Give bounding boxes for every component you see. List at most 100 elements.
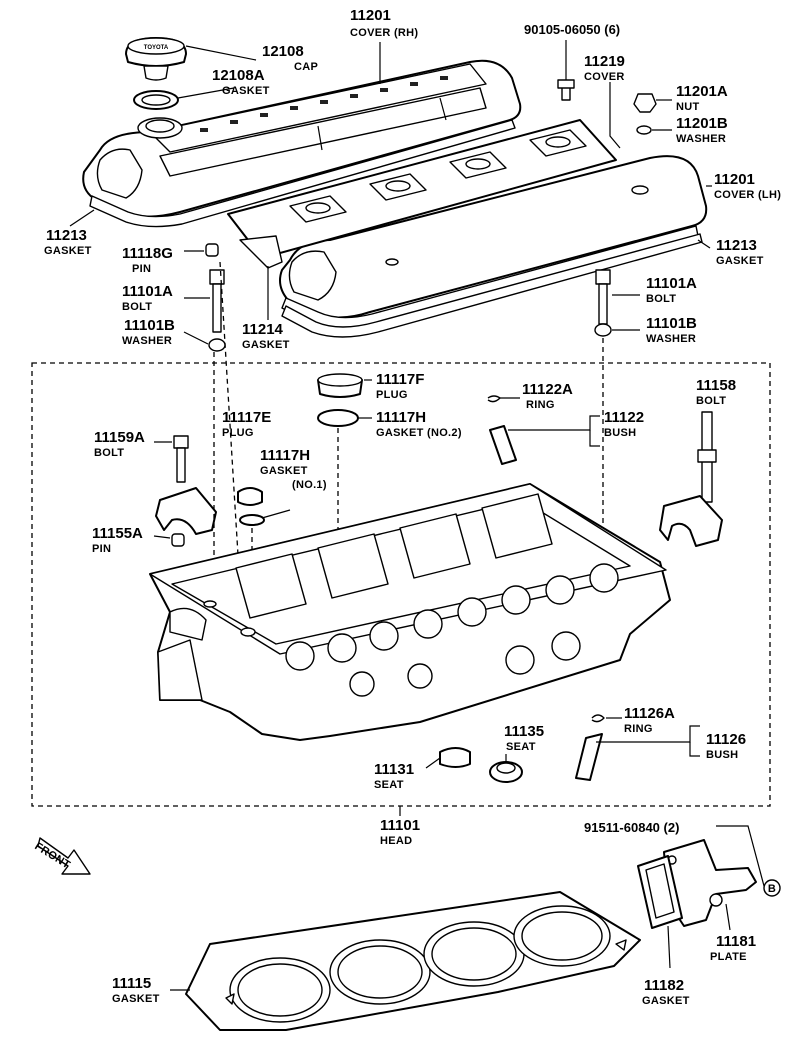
head-number: 11101 [380,817,420,834]
bolt-left-name: BOLT [122,301,152,313]
valve-cover-rh-drawing [82,59,522,228]
washer-11201b-number: 11201B [676,115,728,132]
head-name: HEAD [380,835,412,847]
pin-11118g-number: 11118G [122,245,173,262]
seat-11135-name: SEAT [506,741,536,753]
plug-11117f-number: 11117F [376,371,424,388]
bolt-11159a-drawing [173,435,189,483]
valve-cover-lh-drawing [279,155,708,338]
cap-gasket-drawing [133,90,179,110]
bolt-91511-number: 91511-60840 (2) [584,820,679,835]
washer-right-name: WASHER [646,333,696,345]
bearing-cap-left-drawing [155,487,217,535]
washer-left-drawing [208,338,226,352]
bush-11126-drawing [575,733,603,781]
ring-11122a-drawing [487,395,501,403]
washer-11201b-drawing [636,125,652,135]
gasket-no1-drawing [239,514,265,526]
bolt-11159a-number: 11159A [94,429,145,446]
pin-11155a-name: PIN [92,543,111,555]
gasket-11115-name: GASKET [112,993,160,1005]
gasket-left-number: 11213 [46,227,87,244]
ring-11126a-drawing [591,714,605,723]
gasket-no2-drawing [317,409,359,427]
bearing-cap-right-drawing [659,495,723,547]
bolt-11158-name: BOLT [696,395,726,407]
cap-gasket-name: GASKET [222,85,270,97]
washer-11201b-name: WASHER [676,133,726,145]
plug-11117f-name: PLUG [376,389,408,401]
washer-right-drawing [594,323,612,337]
cover-lh-name: COVER (LH) [714,189,781,201]
bush-11126-number: 11126 [706,731,746,748]
gasket-no1-name: GASKET [260,465,308,477]
head-gasket-drawing [185,891,641,1031]
pin-11155a-number: 11155A [92,525,143,542]
bolt-11158-drawing [697,411,717,503]
center-cover-drawing [227,119,617,259]
bush-11122-name: BUSH [604,427,636,439]
pin-11118g-drawing [205,243,219,257]
nut-drawing [633,93,657,113]
gasket-11115-number: 11115 [112,975,151,992]
nut-number: 11201A [676,83,728,100]
bolt-left-number: 11101A [122,283,173,300]
pin-11155a-drawing [171,533,185,547]
seat-11131-name: SEAT [374,779,404,791]
cap-gasket-number: 12108A [212,67,265,84]
nut-name: NUT [676,101,700,113]
cover-11219-name: COVER [584,71,625,83]
washer-left-name: WASHER [122,335,172,347]
gasket-no1-number: 11117H [260,447,310,464]
gasket-left-name: GASKET [44,245,92,257]
head-assembly-boundary [31,362,771,807]
plate-11181-name: PLATE [710,951,747,963]
cap-name: CAP [294,61,318,73]
ring-11122a-name: RING [526,399,555,411]
leader-lines [69,40,765,991]
seat-11131-drawing [439,747,471,768]
gasket-11214-number: 11214 [242,321,284,338]
gasket-11182-name: GASKET [642,995,690,1007]
half-moon-gasket-drawing [239,235,283,269]
seat-11131-number: 11131 [374,761,414,778]
gasket-no1-name2: (NO.1) [292,479,327,491]
cover-lh-number: 11201 [714,171,755,188]
gasket-no2-name: GASKET (NO.2) [376,427,462,439]
cover-rh-number: 11201 [350,7,391,24]
ring-11126a-number: 11126A [624,705,675,722]
toyota-logo: TOYOTA [144,45,169,51]
bolt-90105-number: 90105-06050 (6) [524,22,620,37]
seat-11135-number: 11135 [504,723,544,740]
gasket-no2-number: 11117H [376,409,426,426]
bolt-11159a-name: BOLT [94,447,124,459]
cover-rh-name: COVER (RH) [350,27,418,39]
front-arrow-icon [37,837,91,875]
plug-11117f-drawing [317,373,363,398]
cover-bolt-drawing [557,79,575,101]
washer-right-number: 11101B [646,315,697,332]
plug-11117e-drawing [237,487,263,506]
gasket-right-number: 11213 [716,237,757,254]
bush-11122-number: 11122 [604,409,644,426]
cap-number: 12108 [262,43,304,60]
bolt-right-name: BOLT [646,293,676,305]
bolt-right-drawing [595,269,611,325]
ref-b-circle-icon [763,879,781,897]
plug-11117e-number: 11117E [222,409,271,426]
bolt-right-number: 11101A [646,275,697,292]
plug-11117e-name: PLUG [222,427,254,439]
washer-left-number: 11101B [124,317,175,334]
cover-11219-number: 11219 [584,53,625,70]
gasket-right-name: GASKET [716,255,764,267]
ring-11126a-name: RING [624,723,653,735]
bush-11126-name: BUSH [706,749,738,761]
gasket-11214-name: GASKET [242,339,290,351]
oil-filler-cap-drawing: TOYOTA [125,37,187,81]
ring-11122a-number: 11122A [522,381,573,398]
ref-b-label: B [768,883,776,895]
pin-11118g-name: PIN [132,263,151,275]
plate-gasket-inner [645,863,675,919]
gasket-11182-number: 11182 [644,977,684,994]
